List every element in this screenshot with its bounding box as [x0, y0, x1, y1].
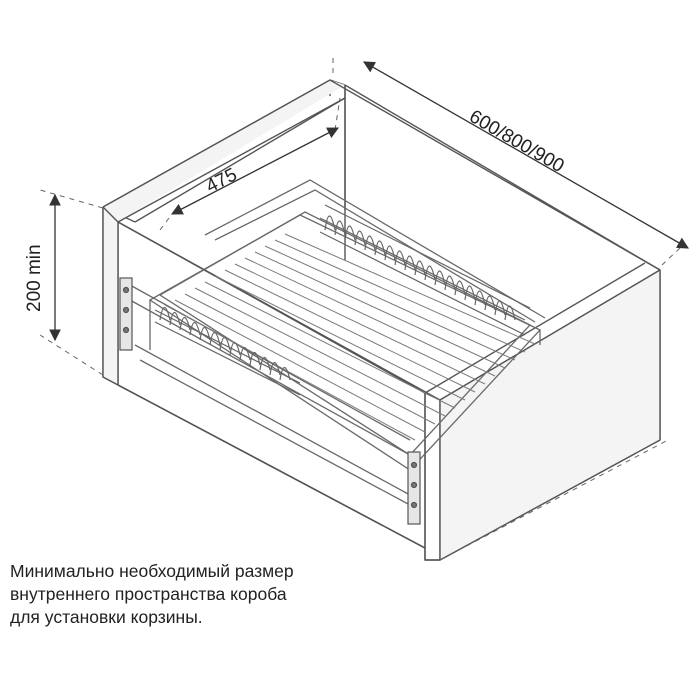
- caption-line-2: внутреннего пространства короба: [10, 584, 287, 604]
- depth-dimension-line: [170, 127, 340, 215]
- back-dish-rack: [319, 204, 531, 336]
- caption-line-1: Минимально необходимый размер: [10, 561, 294, 581]
- basket: [129, 179, 546, 520]
- dimension-guides: [39, 58, 681, 561]
- width-dimension-line: [362, 61, 690, 249]
- left-side-panel: [103, 207, 118, 385]
- runner-brackets: [119, 277, 421, 525]
- depth-dimension-label: 475: [203, 164, 241, 197]
- caption-line-3: для установки корзины.: [10, 607, 203, 627]
- basket-slats: [164, 233, 536, 441]
- caption: Минимально необходимый размер внутреннег…: [10, 560, 410, 629]
- top-front-bar: [103, 80, 345, 222]
- front-plate-rack: [154, 306, 301, 396]
- height-dimension-label: 200 min: [24, 244, 45, 312]
- right-side-panel: [440, 270, 660, 560]
